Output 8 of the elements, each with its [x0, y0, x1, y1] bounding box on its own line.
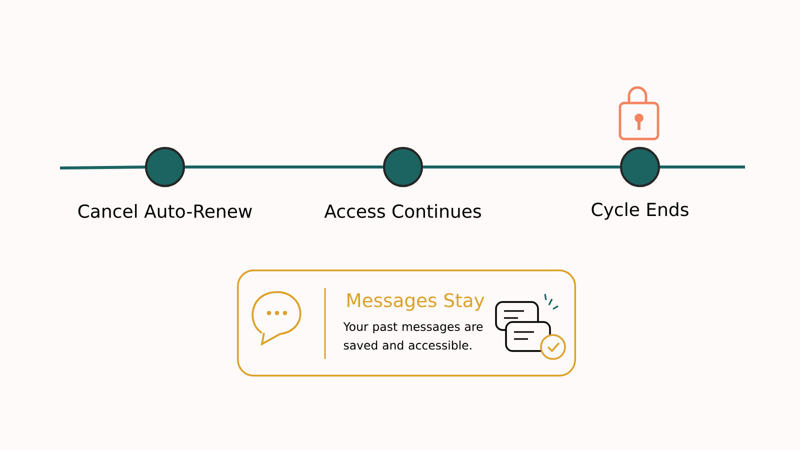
timeline-line: [185, 166, 383, 168]
milestone-label: Cycle Ends: [592, 202, 688, 220]
milestone: [382, 146, 424, 188]
milestone: [144, 146, 186, 188]
timeline-line: [423, 166, 620, 168]
milestone-label: Cancel Auto-Renew: [78, 204, 252, 218]
milestone: [620, 146, 660, 188]
milestone-label: Access Continues: [324, 204, 481, 218]
